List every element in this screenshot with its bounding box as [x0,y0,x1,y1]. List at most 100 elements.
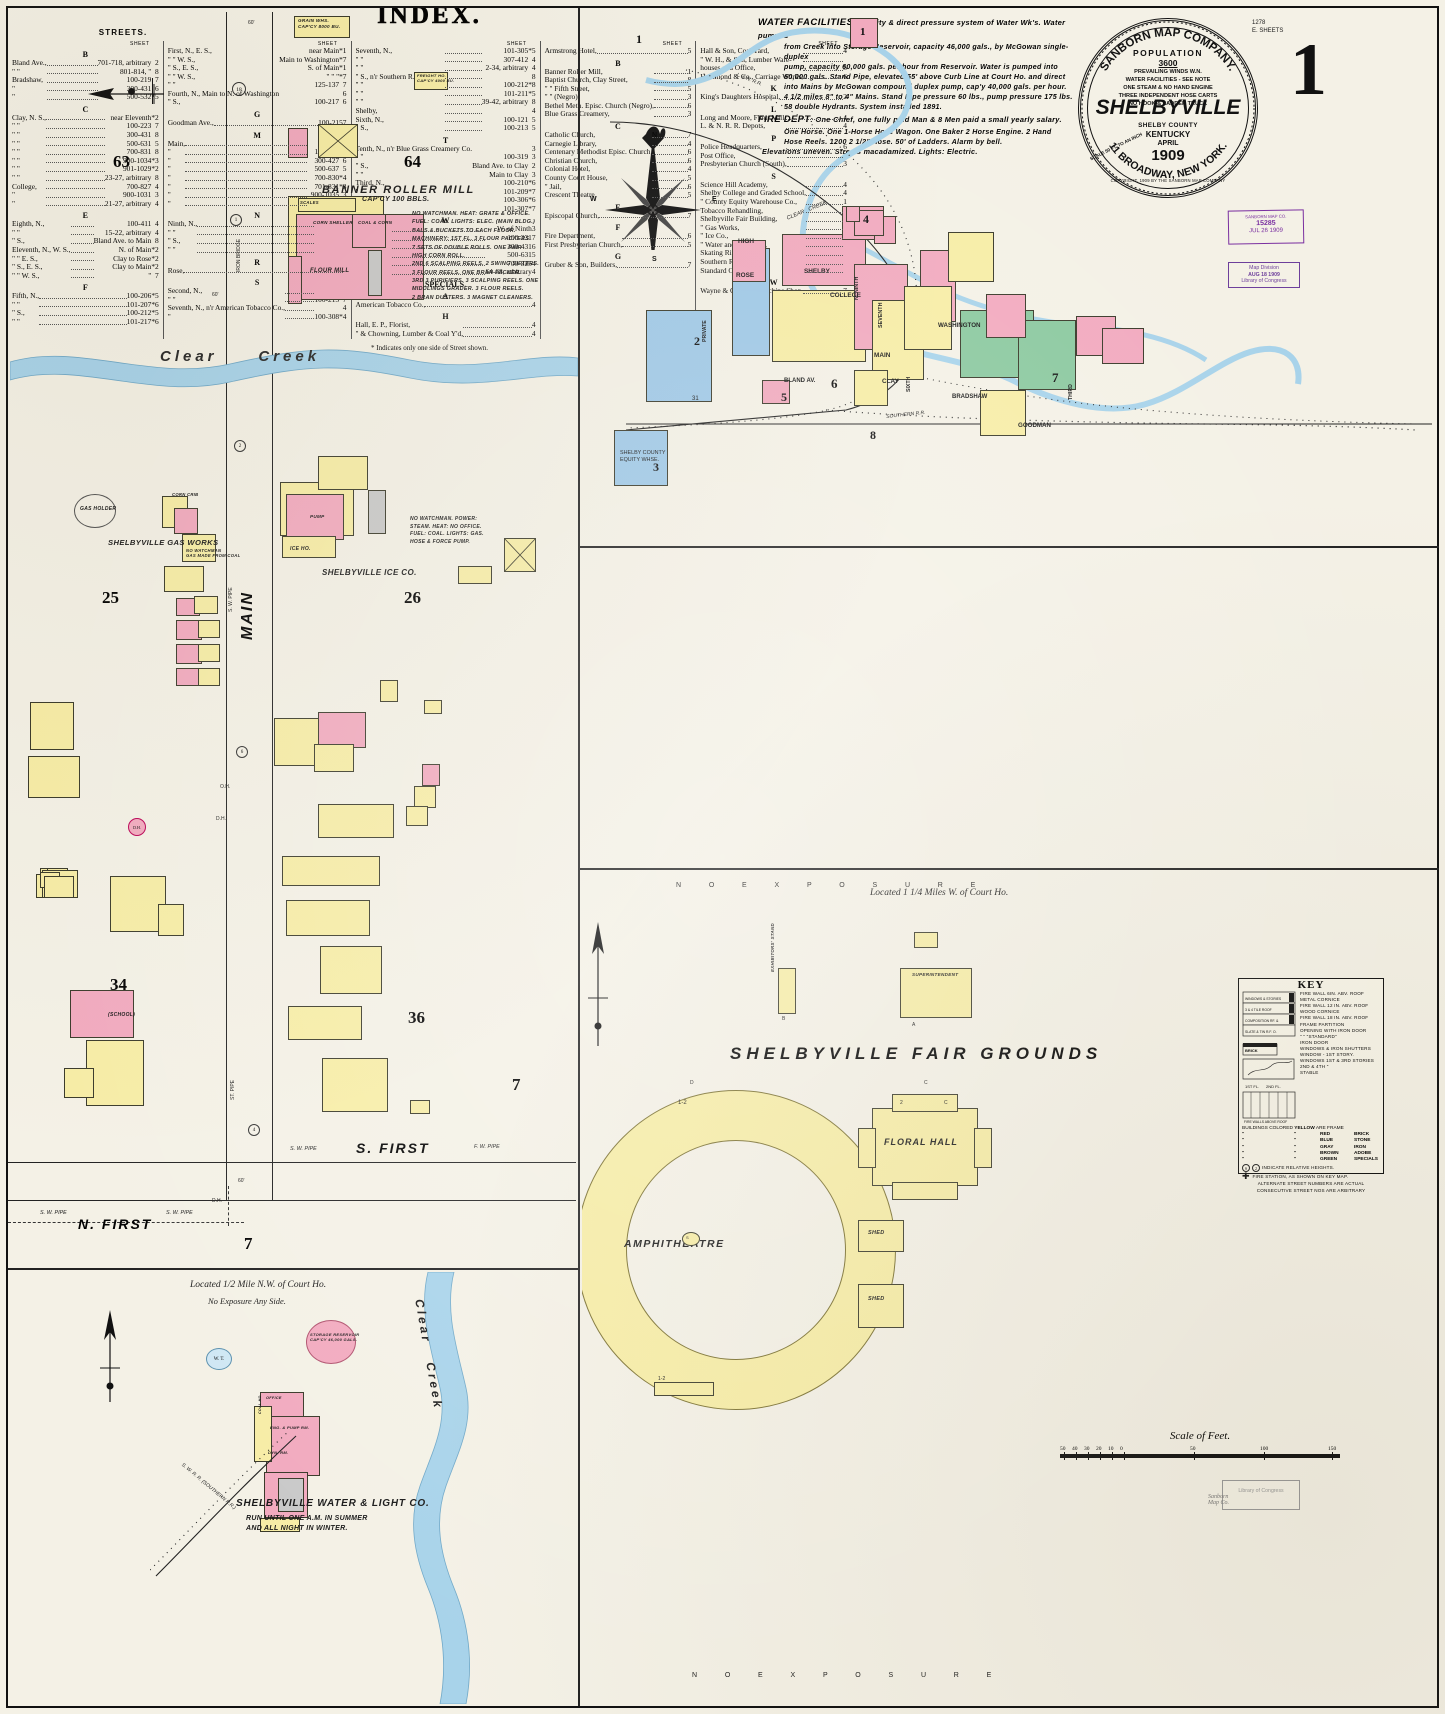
keymap-zone-shelby [782,234,866,286]
index-entry-name: College, [12,181,37,191]
index-leader [39,318,127,327]
gas-works-note: NO WATCHMAN GAS MADE FROM COAL [186,548,241,559]
index-entry-range: 101-307 [503,203,529,213]
index-entry-sheet: 4 [531,258,536,268]
mill-room-flour: FLOUR MILL [310,268,350,274]
index-entry-sheet: 8 [155,66,159,76]
index-entry-sheet: 2 [843,92,847,102]
east-bldg-8 [288,1006,362,1040]
key-item-0: FIRE WALL 6IN. ABV. ROOF [1300,991,1365,996]
index-leader [392,225,486,234]
map-key-box: KEY WINDOWS & STORIES 3 & 4 TILE ROOF CO… [1238,978,1384,1193]
index-entry-sheet: 6 [687,231,692,241]
keymap-zone-pink-c [986,294,1026,338]
index-entry-sheet: *6 [151,317,159,327]
index-leader [806,267,844,276]
ice-co-brick [286,494,344,540]
scale-tick-5: 0 [1120,1446,1123,1452]
index-entry-name: Gruber & Son, Builders, [544,260,618,270]
index-entry-sheet: *2 [151,244,159,254]
index-letter-C: C [82,104,89,114]
wl-room-office: OFFICE [266,1396,282,1400]
east-bldg-13 [380,680,398,702]
index-row: Episcopal Church,7 [545,211,692,221]
index-leader [803,287,844,296]
compass-e: E [712,196,717,203]
index-leader [70,246,94,255]
index-entry-name: Armstrong Hotel, [544,46,597,55]
ice-co-north [318,456,368,490]
ice-house-label: ICE HO. [290,546,311,552]
index-entry-name: " Gas Works, [700,222,740,232]
floral-hall-label: FLORAL HALL [884,1137,958,1147]
east-bldg-17 [410,1100,430,1114]
index-entry-name: L. & N. R. R. Depots, [700,121,766,131]
keymap-street-rose: ROSE [736,272,755,279]
wl-bldg-5 [260,1518,300,1532]
index-entry-name: Second, N., [167,286,203,296]
street-label-s-first: S. FIRST [356,1140,430,1156]
keymap-street-high: HIGH [738,238,754,245]
gas-works-bldg-b [174,508,198,534]
east-bldg-2 [318,712,366,748]
sheet-number: 1 [1290,29,1327,111]
index-entry-name: " [12,198,16,208]
index-entry-sheet: 5 [687,83,692,93]
index-row: " S., E. S.,Clay to Main*2 [12,263,159,272]
index-leader [653,85,688,94]
index-entry-sheet: 7 [155,270,159,280]
index-row: County Court House,5 [545,173,692,183]
index-row: Long and Moore, Flour Mill,4 [700,113,847,123]
dim-label-60b: 60' [212,292,219,298]
fair-mark-1-2: 1-2 [658,1376,666,1382]
keymap-zone-frame-6 [854,370,888,406]
scale-tickmark-3 [1100,1452,1101,1460]
index-row: Baptist Church, Clay Street,8 [545,76,692,85]
key-item-6: OPENING WITH IRON DOOR [1300,1027,1367,1033]
index-leader [46,183,105,192]
index-entry-range: 100-213 [503,123,529,133]
index-entry-sheet: 7 [155,121,159,131]
index-leader [803,73,844,82]
index-leader [806,232,844,241]
east-bldg-3 [314,744,354,772]
seal-population-label: POPULATION [1132,48,1204,58]
floral-hall-mark-2: 2 [900,1100,903,1106]
keymap-number-5: 5 [781,390,787,404]
svg-text:3 & 4 TILE ROOF: 3 & 4 TILE ROOF [1245,1008,1272,1012]
stamp-map-division: Map Division AUG 18 1909 Library of Cong… [1228,262,1300,288]
index-row: " " (Negro),3 [545,93,692,102]
index-entry-range: near Eleventh [110,112,152,122]
index-entry-range: 100-215 [318,118,343,128]
svg-text:1ST FL.: 1ST FL. [1245,1084,1259,1089]
index-entry-name: " [12,190,16,200]
index-entry-name: " [167,147,171,157]
index-entry-sheet: 6 [687,181,692,191]
index-entry-name: " S., E. S., [167,63,199,73]
pipe-label-1: S. W. PIPE [290,1146,317,1152]
index-entry-sheet: 4 [843,188,847,198]
index-leader [392,243,486,252]
index-letter-T: T [442,135,449,145]
mill-scales [298,198,356,212]
index-row: Gruber & Son, Builders,7 [545,261,692,270]
index-entry-name: Christian Church, [544,155,598,165]
fair-shed-1 [858,1220,904,1252]
fair-mark-d: D [690,1080,694,1086]
index-entry-name: " " [12,172,20,182]
index-leader [46,68,98,77]
dim-label-60a: 60' [248,20,255,26]
index-entry-sheet: *7 [528,203,536,213]
index-row: " County Equity Warehouse Co.,1 [700,197,847,207]
index-entry-range: 101-209 [503,186,529,196]
index-entry-range: N. of Main [118,244,152,254]
scale-tick-1: 40 [1072,1446,1078,1452]
index-row: " "101-209*7 [356,186,536,197]
index-letter-F: F [615,223,621,233]
